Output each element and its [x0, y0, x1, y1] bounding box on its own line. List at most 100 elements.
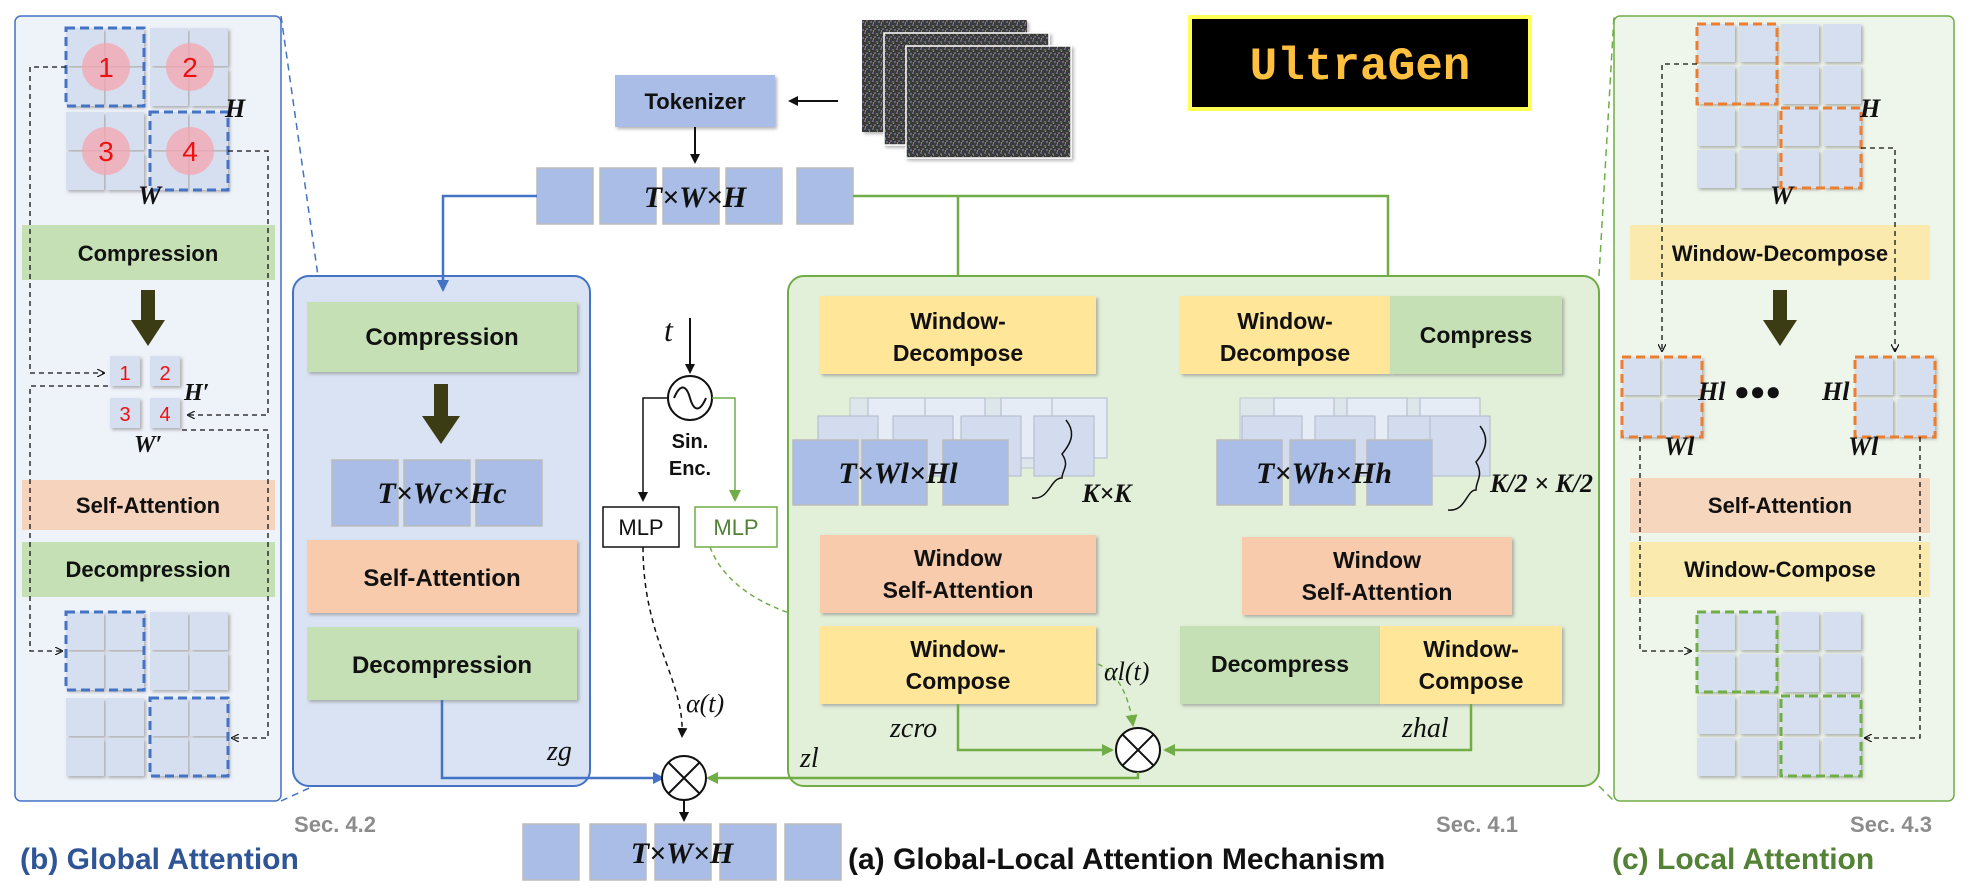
- zoom-line-bottom-right: [1598, 785, 1615, 802]
- self-attention-box: [307, 540, 577, 613]
- compress-label: Compress: [1420, 322, 1532, 348]
- global-attention-title: (b) Global Attention: [20, 843, 299, 876]
- zg-line: [440, 700, 665, 784]
- window-decompose-line1: Window-: [910, 308, 1006, 334]
- small-cell-3: 3: [119, 404, 130, 426]
- window-decompose-box: [820, 296, 1096, 374]
- window-compose-line1: Window-: [910, 636, 1006, 662]
- section-global: Sec. 4.2: [294, 812, 376, 837]
- mlp-left-label: MLP: [618, 515, 663, 540]
- halo-tile-dims: T×Wh×Hh: [1256, 457, 1392, 490]
- right-window-decompose-box: [1630, 225, 1930, 280]
- mlp-left-box: [602, 506, 680, 548]
- brace-local: [1031, 419, 1073, 499]
- hl-right-label: Hl: [1821, 377, 1850, 406]
- time-label: t: [664, 312, 674, 348]
- alpha-path: [642, 546, 688, 738]
- global-branch-line: [437, 194, 537, 292]
- noise-frames: [862, 20, 1072, 159]
- width-label: W: [138, 181, 163, 210]
- enc-to-mlp-right: [712, 397, 741, 502]
- window-tiles: [1620, 355, 1937, 439]
- zoom-line-top-right: [1598, 15, 1615, 277]
- compress-box: [1390, 296, 1562, 374]
- decompress-box: [1180, 626, 1380, 704]
- small-cell-2: 2: [159, 363, 170, 385]
- left-self-attention-box: [22, 480, 275, 530]
- zl-line: [706, 772, 1140, 784]
- right-window-compose-label: Window-Compose: [1684, 557, 1876, 582]
- cell-2-label: 2: [182, 52, 198, 83]
- down-arrow-icon: [1763, 290, 1797, 346]
- right-window-compose-box: [1630, 542, 1930, 597]
- enc-to-mlp-left: [638, 397, 668, 502]
- ultragen-logo: [1188, 15, 1532, 111]
- left-compression-box: [22, 225, 275, 280]
- right-width-label: W: [1770, 181, 1795, 210]
- local-window-stack: [792, 397, 1108, 506]
- halo-compose-line2: Compose: [1419, 668, 1524, 694]
- w-prime-label: W′: [134, 432, 162, 458]
- right-restored-grid: [1695, 610, 1863, 778]
- right-self-attention-label: Self-Attention: [1708, 493, 1852, 518]
- sin-enc-line1: Sin.: [672, 431, 709, 453]
- small-cell-1: 1: [119, 363, 130, 385]
- compressed-tokens: [331, 459, 543, 527]
- right-height-label: H: [1859, 94, 1881, 123]
- local-tile-count: K×K: [1081, 479, 1133, 508]
- halo-tile-count: K/2 × K/2: [1489, 469, 1593, 498]
- z-global-label: zg: [546, 736, 572, 767]
- alpha-l-arrow: [1097, 663, 1138, 727]
- main-title: (a) Global-Local Attention Mechanism: [848, 843, 1385, 876]
- z-cro-label: zcro: [889, 713, 937, 744]
- global-multiply-cross: [667, 761, 701, 795]
- halo-window-attention-box: [1242, 537, 1512, 615]
- compression-label: Compression: [365, 324, 518, 351]
- left-dashed-connectors: [29, 66, 269, 738]
- output-tokens: [522, 823, 842, 881]
- left-decompression-box: [22, 542, 275, 597]
- down-arrow-icon: [131, 290, 165, 346]
- compressed-grid: [110, 356, 180, 428]
- decompression-label: Decompression: [352, 652, 532, 679]
- right-dashed-connectors: [1639, 63, 1921, 738]
- left-decompression-label: Decompression: [65, 557, 230, 582]
- brace-halo: [1447, 425, 1487, 511]
- decompress-label: Decompress: [1211, 651, 1349, 677]
- section-main: Sec. 4.1: [1436, 812, 1518, 837]
- cell-1-label: 1: [98, 52, 114, 83]
- local-multiply-cross: [1121, 733, 1155, 767]
- hl-left-label: Hl: [1697, 377, 1726, 406]
- cell-4-label: 4: [182, 136, 198, 167]
- local-detail-panel: [1613, 15, 1955, 802]
- token-dims-label: T×W×H: [644, 181, 748, 214]
- right-self-attention-box: [1630, 478, 1930, 533]
- left-compression-label: Compression: [78, 241, 219, 266]
- window-attention-line2: Self-Attention: [883, 577, 1034, 603]
- down-arrow-icon: [422, 384, 460, 444]
- tokenizer-box: [615, 75, 775, 127]
- alpha-l-label: αl(t): [1104, 657, 1149, 686]
- full-grid-top: [64, 26, 230, 192]
- window-attention-box: [820, 535, 1096, 613]
- halo-window-decompose-box: [1180, 296, 1390, 374]
- mlp-right-label: MLP: [713, 515, 758, 540]
- self-attention-label: Self-Attention: [363, 565, 520, 592]
- restored-grid: [64, 610, 230, 778]
- tokenizer-label: Tokenizer: [644, 89, 746, 114]
- window-decompose-line2: Decompose: [893, 340, 1023, 366]
- logo-text: UltraGen: [1250, 41, 1471, 93]
- z-local-label: zl: [799, 743, 819, 774]
- sine-wave-icon: [673, 386, 707, 410]
- z-hal-label: zhal: [1401, 713, 1449, 744]
- window-compose-line2: Compose: [906, 668, 1011, 694]
- compression-box: [307, 302, 577, 372]
- section-local: Sec. 4.3: [1850, 812, 1932, 837]
- halo-branch-line: [853, 194, 1394, 297]
- height-label: H: [224, 94, 246, 123]
- halo-attention-line2: Self-Attention: [1302, 579, 1453, 605]
- zcro-line: [956, 704, 1114, 756]
- halo-attention-line1: Window: [1333, 547, 1421, 573]
- cell-3-label: 3: [98, 136, 114, 167]
